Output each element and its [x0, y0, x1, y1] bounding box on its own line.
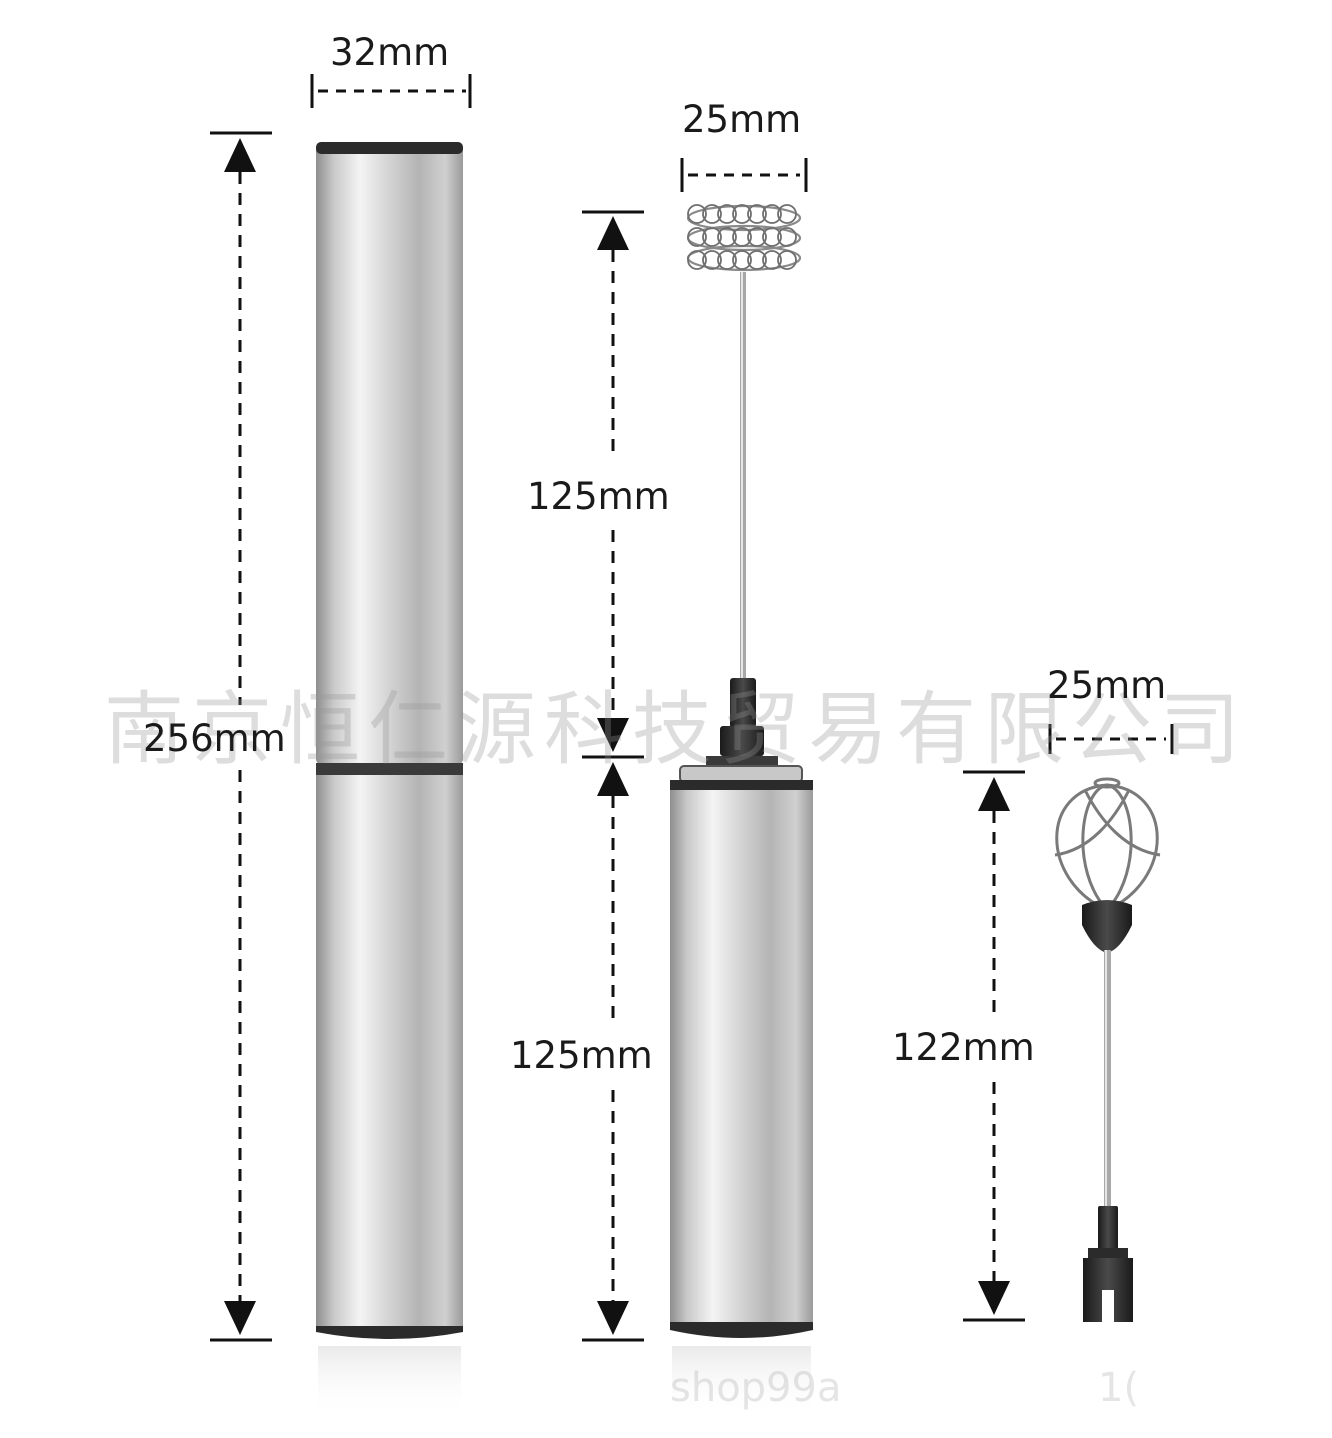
coil-width-label: 25mm — [682, 98, 802, 141]
storage-case — [316, 142, 463, 1416]
case-width-label: 32mm — [330, 31, 450, 74]
handle-length-dimension — [582, 762, 644, 1342]
egg-whisk-width-dimension — [1048, 724, 1174, 754]
frother-handle — [670, 678, 813, 1416]
egg-whisk-length-dimension — [963, 770, 1025, 1322]
case-width-dimension — [310, 74, 472, 108]
frother-whisk — [686, 204, 802, 680]
case-height-label: 256mm — [143, 717, 286, 760]
shaft-length-label: 125mm — [527, 475, 670, 518]
case-height-dimension — [210, 131, 272, 1342]
shop-watermark-fragment: 1( — [1098, 1365, 1140, 1411]
shaft-length-dimension — [582, 210, 644, 759]
company-watermark: 南京恒仁源科技贸易有限公司 — [104, 683, 1248, 776]
egg-whisk — [1054, 777, 1161, 1322]
coil-width-dimension — [680, 158, 808, 192]
shop-watermark: shop99a — [670, 1365, 842, 1411]
egg-whisk-width-label: 25mm — [1047, 664, 1167, 707]
handle-length-label: 125mm — [510, 1034, 653, 1077]
egg-whisk-length-label: 122mm — [892, 1026, 1035, 1069]
